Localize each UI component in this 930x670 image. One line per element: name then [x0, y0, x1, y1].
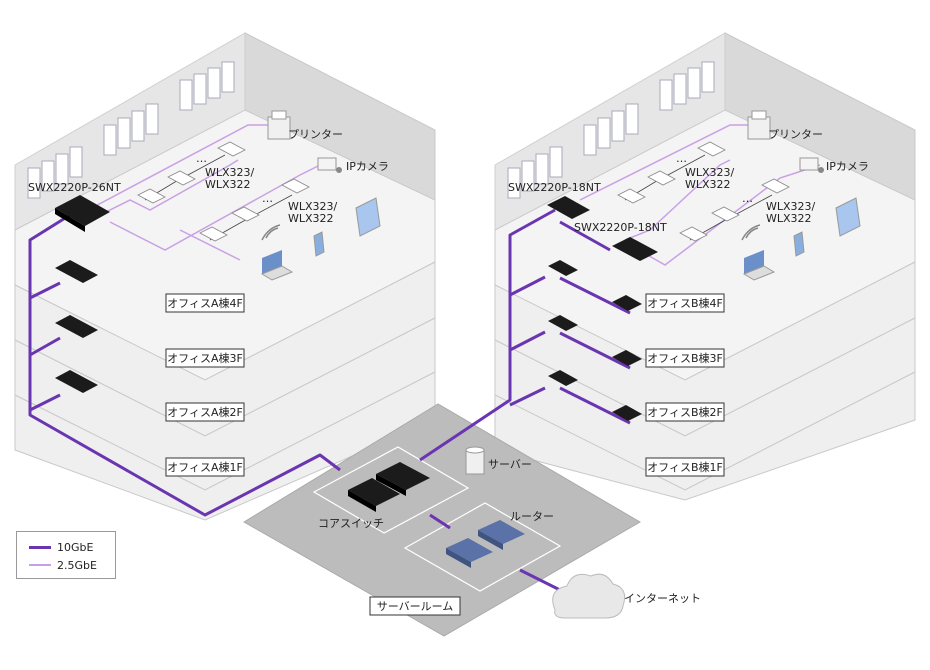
tag-b-2f: オフィスB棟2F — [647, 405, 723, 419]
label-camera-b: IPカメラ — [826, 160, 869, 173]
switch-b-4f-small — [548, 260, 578, 276]
label-server-room: サーバールーム — [377, 600, 454, 613]
legend-label-10g: 10GbE — [57, 540, 94, 554]
switch-b-2f — [612, 405, 642, 421]
legend-label-2-5g: 2.5GbE — [57, 558, 97, 572]
label-swx2220p-18nt-floor: SWX2220P-18NT — [574, 221, 667, 234]
tag-a-2f: オフィスA棟2F — [167, 405, 243, 419]
core-switch-2 — [376, 462, 430, 496]
laptop-icon-b — [742, 250, 776, 281]
printer-icon-a — [267, 110, 291, 140]
camera-icon-b — [799, 157, 824, 173]
building-b-floors — [494, 109, 916, 501]
tag-a-3f: オフィスA棟3F — [167, 351, 243, 365]
label-core-switch: コアスイッチ — [318, 517, 384, 530]
switch-b-floor — [612, 237, 658, 261]
switch-a-2f — [55, 370, 98, 393]
tag-a-1f: オフィスA棟1F — [167, 460, 243, 474]
switch-a-3f — [55, 315, 98, 338]
core-switch-zone — [312, 446, 470, 534]
ellipsis-a-2: … — [262, 192, 273, 205]
label-ap-b-1: WLX323/WLX322 — [685, 166, 735, 191]
phone-icon-b — [793, 231, 805, 257]
router-1 — [478, 520, 525, 550]
router-2 — [446, 538, 493, 568]
ellipsis-a-1: … — [196, 152, 207, 165]
tag-b-1f: オフィスB棟1F — [647, 460, 723, 474]
tag-box-a-1f — [165, 457, 245, 477]
router-zone — [403, 502, 562, 592]
links-10g — [28, 208, 631, 592]
tag-box-b-2f — [645, 402, 725, 422]
label-printer-b: プリンター — [768, 128, 823, 141]
tag-b-4f: オフィスB棟4F — [647, 296, 723, 310]
switch-b-3f-small — [548, 315, 578, 331]
label-ap-a-2: WLX323/WLX322 — [288, 200, 338, 225]
label-camera-a: IPカメラ — [346, 160, 389, 173]
tablet-icon-b — [835, 197, 861, 237]
tag-box-b-1f — [645, 457, 725, 477]
core-switch-1 — [348, 478, 400, 512]
server-icon — [465, 446, 485, 475]
tag-box-a-4f — [165, 293, 245, 313]
server-room-devices — [348, 446, 626, 619]
label-internet: インターネット — [624, 592, 701, 605]
ellipsis-b-1: … — [676, 152, 687, 165]
switch-a-core — [55, 195, 110, 232]
tag-a-4f: オフィスA棟4F — [167, 296, 243, 310]
building-a-devices — [55, 110, 381, 393]
ellipsis-b-2: … — [742, 192, 753, 205]
label-swx2220p-26nt: SWX2220P-26NT — [28, 181, 121, 194]
building-b-devices — [547, 110, 861, 421]
phone-icon-a — [313, 231, 325, 257]
tag-b-3f: オフィスB棟3F — [647, 351, 723, 365]
legend-swatch-10g — [29, 545, 51, 549]
tag-box-a-2f — [165, 402, 245, 422]
building-a-floors — [14, 109, 436, 521]
labels-server-room: コアスイッチ サーバー ルーター インターネット サーバールーム — [318, 458, 701, 616]
switch-b-core — [547, 196, 590, 219]
label-ap-b-2: WLX323/WLX322 — [766, 200, 816, 225]
legend-row-10g: 10GbE — [29, 539, 93, 555]
label-printer-a: プリンター — [288, 128, 343, 141]
tag-box-b-3f — [645, 348, 725, 368]
switch-a-4f — [55, 260, 98, 283]
tablet-icon-a — [355, 197, 381, 237]
building-b-windows — [507, 61, 715, 199]
wifi-icon-b — [741, 224, 761, 241]
tag-box-server-room — [369, 596, 461, 616]
legend: 10GbE 2.5GbE — [16, 531, 116, 579]
access-points-a — [137, 141, 310, 242]
labels-b: SWX2220P-18NT SWX2220P-18NT プリンター IPカメラ … — [508, 128, 869, 234]
tag-box-a-3f — [165, 348, 245, 368]
label-ap-a-1: WLX323/WLX322 — [205, 166, 255, 191]
tag-box-b-4f — [645, 293, 725, 313]
laptop-icon-a — [260, 250, 294, 281]
floor-tags-b: オフィスB棟4F オフィスB棟3F オフィスB棟2F オフィスB棟1F — [645, 293, 725, 477]
printer-icon-b — [747, 110, 771, 140]
access-points-b — [617, 141, 790, 242]
switch-b-3f — [612, 350, 642, 366]
internet-cloud-icon — [552, 573, 626, 619]
camera-icon-a — [317, 157, 342, 173]
switch-b-2f-small — [548, 370, 578, 386]
legend-row-2-5g: 2.5GbE — [29, 557, 97, 573]
label-server: サーバー — [488, 458, 532, 471]
switch-b-4f — [612, 295, 642, 311]
floor-tags-a: オフィスA棟4F オフィスA棟3F オフィスA棟2F オフィスA棟1F — [165, 293, 245, 477]
wifi-icon-a — [261, 224, 281, 241]
label-swx2220p-18nt: SWX2220P-18NT — [508, 181, 601, 194]
label-router: ルーター — [510, 510, 554, 523]
building-a-windows — [27, 61, 235, 199]
building-b — [494, 32, 916, 501]
legend-swatch-2-5g — [29, 564, 51, 566]
labels-a: SWX2220P-26NT プリンター IPカメラ WLX323/WLX322 … — [28, 128, 389, 225]
